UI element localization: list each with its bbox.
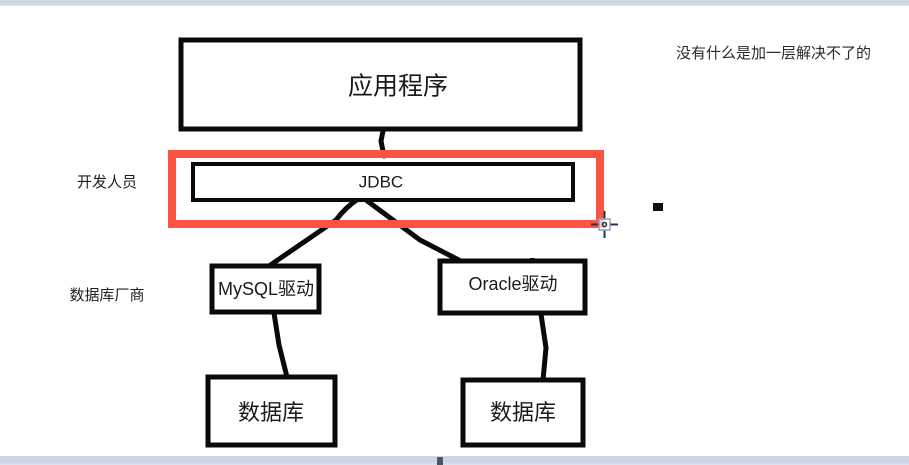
ink-artifact <box>653 203 663 211</box>
node-application-label: 应用程序 <box>348 73 448 101</box>
node-application[interactable]: 应用程序 <box>178 37 583 132</box>
node-oracle-driver-box[interactable] <box>437 258 588 316</box>
node-mysql-driver-box[interactable] <box>209 263 322 315</box>
node-mysql-driver-label: MySQL驱动 <box>218 279 314 299</box>
node-jdbc[interactable]: JDBC <box>191 162 575 202</box>
bottom-bar-position-tick[interactable] <box>437 457 443 465</box>
node-oracle-database[interactable]: 数据库 <box>460 377 586 448</box>
window-top-bar <box>0 0 909 6</box>
node-mysql-database[interactable]: 数据库 <box>205 374 338 448</box>
node-application-box[interactable] <box>178 37 583 132</box>
window-bottom-bar[interactable] <box>0 456 909 465</box>
jdbc-highlight-rectangle <box>168 150 604 228</box>
edge-jdbc-to-mysql-driver <box>266 196 361 269</box>
node-oracle-database-box[interactable] <box>460 377 586 448</box>
caption-label: 没有什么是加一层解决不了的 <box>676 45 871 62</box>
node-mysql-database-box[interactable] <box>205 374 338 448</box>
node-jdbc-label: JDBC <box>359 172 403 191</box>
node-oracle-driver[interactable]: Oracle驱动 <box>437 258 588 316</box>
edge-mysql-driver-to-database <box>271 310 290 380</box>
node-mysql-driver[interactable]: MySQL驱动 <box>209 263 322 315</box>
edge-oracle-driver-to-database <box>538 311 549 383</box>
side-label-developer: 开发人员 <box>77 174 137 191</box>
side-label-database-vendor: 数据库厂商 <box>69 287 144 304</box>
node-mysql-database-label: 数据库 <box>238 400 304 425</box>
node-oracle-driver-label: Oracle驱动 <box>468 274 557 294</box>
node-oracle-database-label: 数据库 <box>490 400 556 425</box>
node-jdbc-box[interactable] <box>191 162 575 202</box>
